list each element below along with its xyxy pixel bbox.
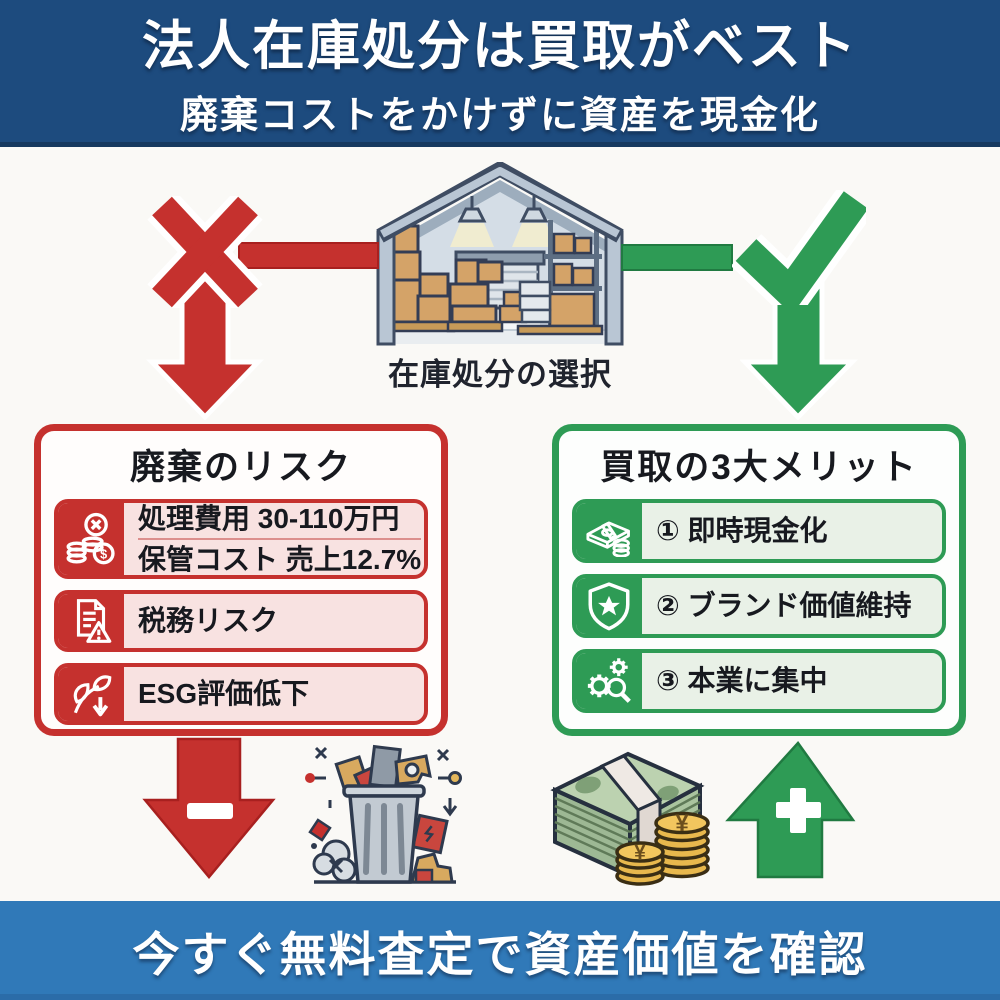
merit-item-focus: ③ 本業に集中: [572, 649, 946, 713]
warehouse-illustration: [372, 161, 628, 348]
reject-branch-bar: [238, 242, 379, 269]
svg-text:¥: ¥: [634, 841, 646, 864]
merit-panel-title: 買取の3大メリット: [600, 448, 918, 487]
trash-illustration: [300, 742, 465, 890]
gears-magnifier-icon: [576, 653, 642, 709]
decrease-arrow-minus: [140, 736, 280, 882]
risk-item-disposal-cost: $ 処理費用 30-110万円 保管コスト 売上12.7%: [54, 499, 428, 579]
risk-item-tax: 税務リスク: [54, 590, 428, 652]
accept-branch-bar: [621, 244, 733, 271]
merit-line-cash: ① 即時現金化: [656, 515, 828, 547]
leaf-down-icon: [58, 667, 124, 721]
svg-text:¥: ¥: [675, 810, 689, 837]
disposal-risk-panel: 廃棄のリスク $: [34, 424, 448, 736]
x-mark-icon: [146, 192, 264, 312]
cash-stack-icon: [576, 503, 642, 559]
increase-arrow-plus: [722, 736, 862, 882]
svg-text:$: $: [100, 547, 107, 561]
buyback-merit-panel: 買取の3大メリット: [552, 424, 966, 736]
risk-line-storage-cost: 保管コスト 売上12.7%: [138, 544, 422, 575]
risk-item-esg: ESG評価低下: [54, 663, 428, 725]
merit-line-focus: ③ 本業に集中: [656, 665, 828, 697]
plus-glyph: [776, 788, 821, 833]
green-down-arrow: [739, 275, 860, 421]
shield-star-icon: [576, 578, 642, 634]
warehouse-label: 在庫処分の選択: [388, 357, 612, 392]
cta-banner[interactable]: 今すぐ無料査定で資産価値を確認: [0, 901, 1000, 1000]
risk-line-processing-cost: 処理費用 30-110万円: [138, 503, 422, 540]
coins-x-icon: $: [58, 503, 124, 575]
risk-panel-title: 廃棄のリスク: [129, 448, 352, 487]
minus-glyph: [187, 803, 233, 819]
page-subtitle: 廃棄コストをかけずに資産を現金化: [179, 94, 820, 137]
document-warning-icon: [58, 594, 124, 648]
top-banner: 法人在庫処分は買取がベスト 廃棄コストをかけずに資産を現金化: [0, 0, 1000, 147]
risk-line-esg: ESG評価低下: [138, 678, 310, 710]
page-title: 法人在庫処分は買取がベスト: [141, 16, 859, 76]
check-mark-icon: [730, 187, 874, 326]
risk-line-tax: 税務リスク: [138, 605, 279, 637]
cta-text[interactable]: 今すぐ無料査定で資産価値を確認: [132, 928, 868, 981]
merit-line-brand: ② ブランド価値維持: [656, 590, 912, 622]
merit-item-cash: ① 即時現金化: [572, 499, 946, 563]
merit-item-brand: ② ブランド価値維持: [572, 574, 946, 638]
money-illustration: ¥ ¥: [540, 738, 715, 890]
